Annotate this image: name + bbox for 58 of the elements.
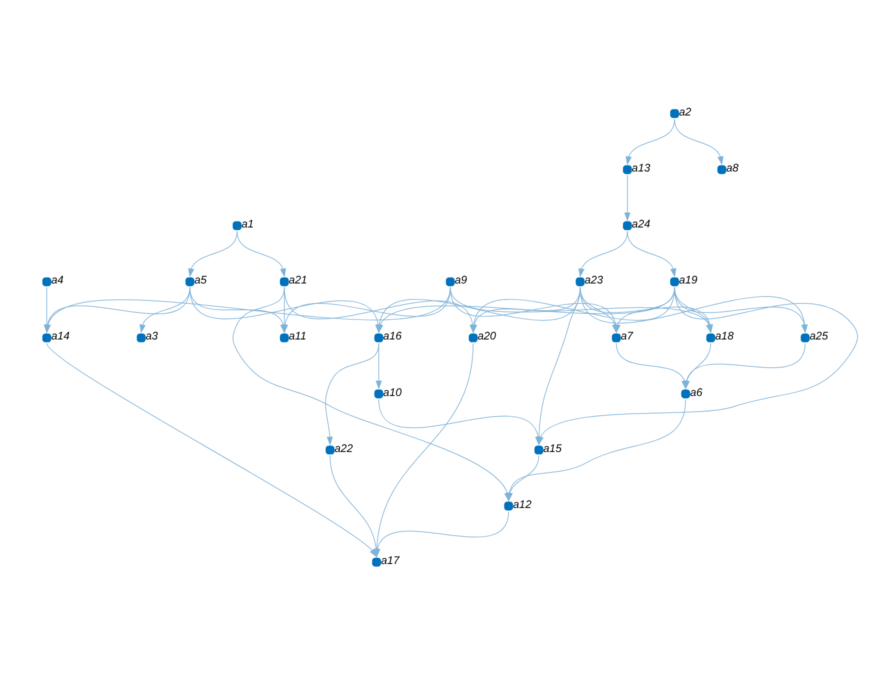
node-circle xyxy=(534,446,544,454)
node-label: a25 xyxy=(810,330,828,343)
node-circle xyxy=(670,109,680,118)
node-label: a13 xyxy=(632,162,650,175)
node-label: a6 xyxy=(690,386,702,399)
node-circle xyxy=(42,277,52,286)
arrow xyxy=(624,174,630,222)
node-circle xyxy=(706,333,716,342)
node-circle xyxy=(232,221,242,230)
node-label: a11 xyxy=(288,330,306,343)
node-circle xyxy=(670,277,680,286)
node-circle xyxy=(374,333,384,342)
node-label: a12 xyxy=(513,498,532,511)
node-label: a22 xyxy=(334,442,353,455)
node-label: a8 xyxy=(726,162,739,175)
node-label: a19 xyxy=(679,274,698,287)
node-label: a4 xyxy=(51,274,64,287)
node-label: a3 xyxy=(146,330,158,343)
node-label: a5 xyxy=(194,274,207,287)
node-circle xyxy=(717,165,726,174)
arrow xyxy=(325,343,380,446)
arrow xyxy=(188,230,238,278)
node-circle xyxy=(612,333,621,342)
node-label: a10 xyxy=(383,386,402,399)
node-circle xyxy=(42,333,52,342)
node-label: a21 xyxy=(288,274,308,287)
arrow xyxy=(626,118,675,166)
node-label: a9 xyxy=(454,274,468,287)
arrow xyxy=(674,118,724,166)
node-label: a23 xyxy=(584,274,604,287)
arrow xyxy=(236,230,286,278)
node-circle xyxy=(468,333,478,342)
node-label: a1 xyxy=(242,218,254,231)
node-circle xyxy=(280,277,289,286)
node-circle xyxy=(622,221,632,230)
node-label: a2 xyxy=(679,106,692,118)
node-circle xyxy=(576,277,585,286)
node-label: a16 xyxy=(383,330,402,343)
node-circle xyxy=(800,333,810,342)
node-label: a15 xyxy=(543,442,562,455)
node-circle xyxy=(280,333,289,342)
arrow xyxy=(627,230,676,278)
node-circle xyxy=(372,558,381,567)
node-label: a18 xyxy=(715,330,734,343)
arrow xyxy=(578,230,628,278)
node-circle xyxy=(136,333,146,342)
node-circle xyxy=(681,390,690,398)
node-label: a7 xyxy=(620,330,634,343)
node-label: a14 xyxy=(51,330,70,343)
node-label: a24 xyxy=(632,218,650,231)
node-circle xyxy=(185,277,194,286)
node-circle xyxy=(504,502,514,510)
node-circle xyxy=(446,277,455,286)
node-circle xyxy=(326,446,334,454)
node-label: a20 xyxy=(478,330,496,343)
node-circle xyxy=(374,390,384,398)
node-label: a17 xyxy=(380,554,400,567)
node-circle xyxy=(622,165,632,174)
